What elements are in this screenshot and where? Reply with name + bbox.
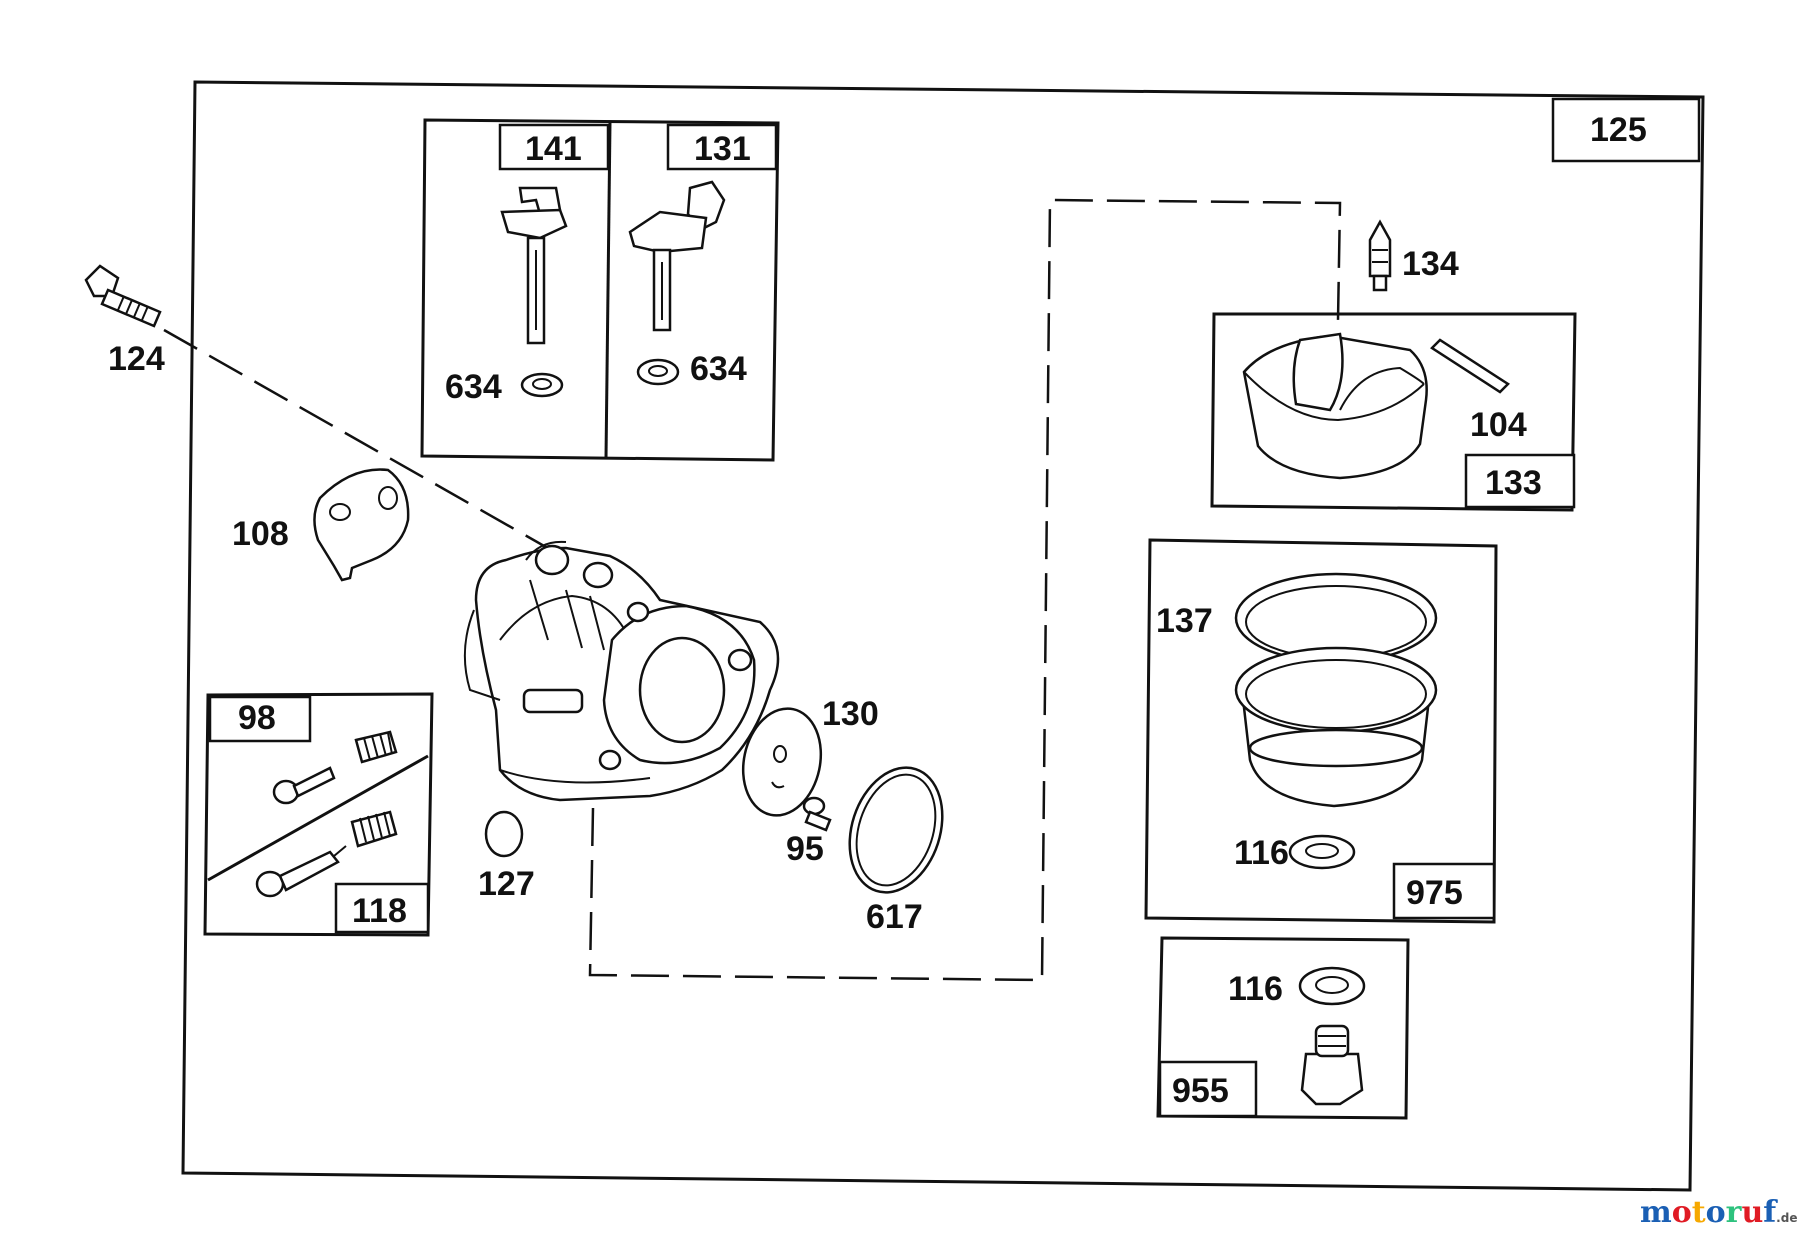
plate-108-label: 108 [232, 515, 289, 553]
screw-124-drawing [84, 264, 162, 328]
float-kit-133-label: 133 [1485, 464, 1542, 502]
plug-127-label: 127 [478, 865, 535, 903]
bowl-screw-drawing [1300, 1024, 1364, 1106]
screw-kit-955-box: 955 116 [1156, 936, 1410, 1120]
watermark-letter: o [1672, 1195, 1692, 1230]
watermark-letter: t [1692, 1195, 1706, 1230]
washer-116-b-label: 116 [1228, 970, 1283, 1008]
plug-127-drawing [484, 810, 524, 858]
needle-134-label: 134 [1402, 245, 1459, 283]
choke-shaft-drawing [500, 186, 568, 345]
watermark-letter: r [1726, 1195, 1743, 1230]
bowl-kit-975-box: 975 137 116 [1144, 538, 1498, 924]
bowl-kit-975-label: 975 [1406, 874, 1463, 912]
kit-98-118-box: 98 118 [203, 692, 434, 937]
screw-kit-955-label: 955 [1172, 1072, 1229, 1110]
throttle-shaft-drawing [628, 180, 726, 332]
kit-118-label: 118 [352, 892, 407, 930]
washer-116-a-label: 116 [1234, 834, 1289, 872]
gasket-617-drawing [848, 766, 944, 894]
carburetor-body-drawing [463, 540, 780, 802]
plate-108-drawing [313, 468, 410, 582]
watermark-text: motoruf [1640, 1195, 1778, 1230]
outer-frame [181, 80, 1705, 1192]
needle-134-drawing [1368, 219, 1392, 292]
washer-116-b-drawing [1298, 966, 1366, 1006]
bowl-connection-leader [588, 198, 1342, 982]
screw-124-label: 124 [108, 340, 165, 378]
screw-124-leader [163, 328, 561, 557]
watermark-letter: f [1763, 1195, 1778, 1230]
seal-label-a: 634 [445, 368, 502, 406]
watermark: motoruf.de [1640, 1195, 1797, 1230]
pin-104-label: 104 [1470, 406, 1527, 444]
screw-95-label: 95 [786, 830, 824, 868]
watermark-letter: o [1706, 1195, 1726, 1230]
screw-spring-upper-drawing [272, 730, 398, 805]
float-kit-133-box: 133 104 [1210, 312, 1577, 512]
plate-130-label: 130 [822, 695, 879, 733]
throttle-shaft-kit-label: 131 [694, 130, 751, 168]
washer-116-a-drawing [1288, 834, 1356, 870]
plate-130-drawing [741, 707, 823, 817]
watermark-letter: m [1640, 1195, 1672, 1230]
pin-104-drawing [1430, 338, 1510, 394]
seal-drawing-a [520, 372, 564, 398]
watermark-letter: u [1741, 1195, 1763, 1230]
assembly-label: 125 [1590, 111, 1647, 149]
shaft-kits-box: 141 131 634 634 [420, 118, 780, 462]
gasket-137-label: 137 [1156, 602, 1213, 640]
bowl-drawing [1234, 646, 1438, 808]
watermark-suffix: .de [1776, 1211, 1797, 1225]
seal-label-b: 634 [690, 350, 747, 388]
assembly-label-box [1551, 97, 1701, 163]
gasket-617-label: 617 [866, 898, 923, 936]
choke-shaft-kit-label: 141 [525, 130, 582, 168]
screw-95-drawing [802, 796, 832, 832]
kit-98-label: 98 [238, 699, 276, 737]
screw-spring-lower-drawing [255, 810, 398, 898]
seal-drawing-b [636, 358, 680, 386]
float-drawing [1242, 332, 1428, 480]
